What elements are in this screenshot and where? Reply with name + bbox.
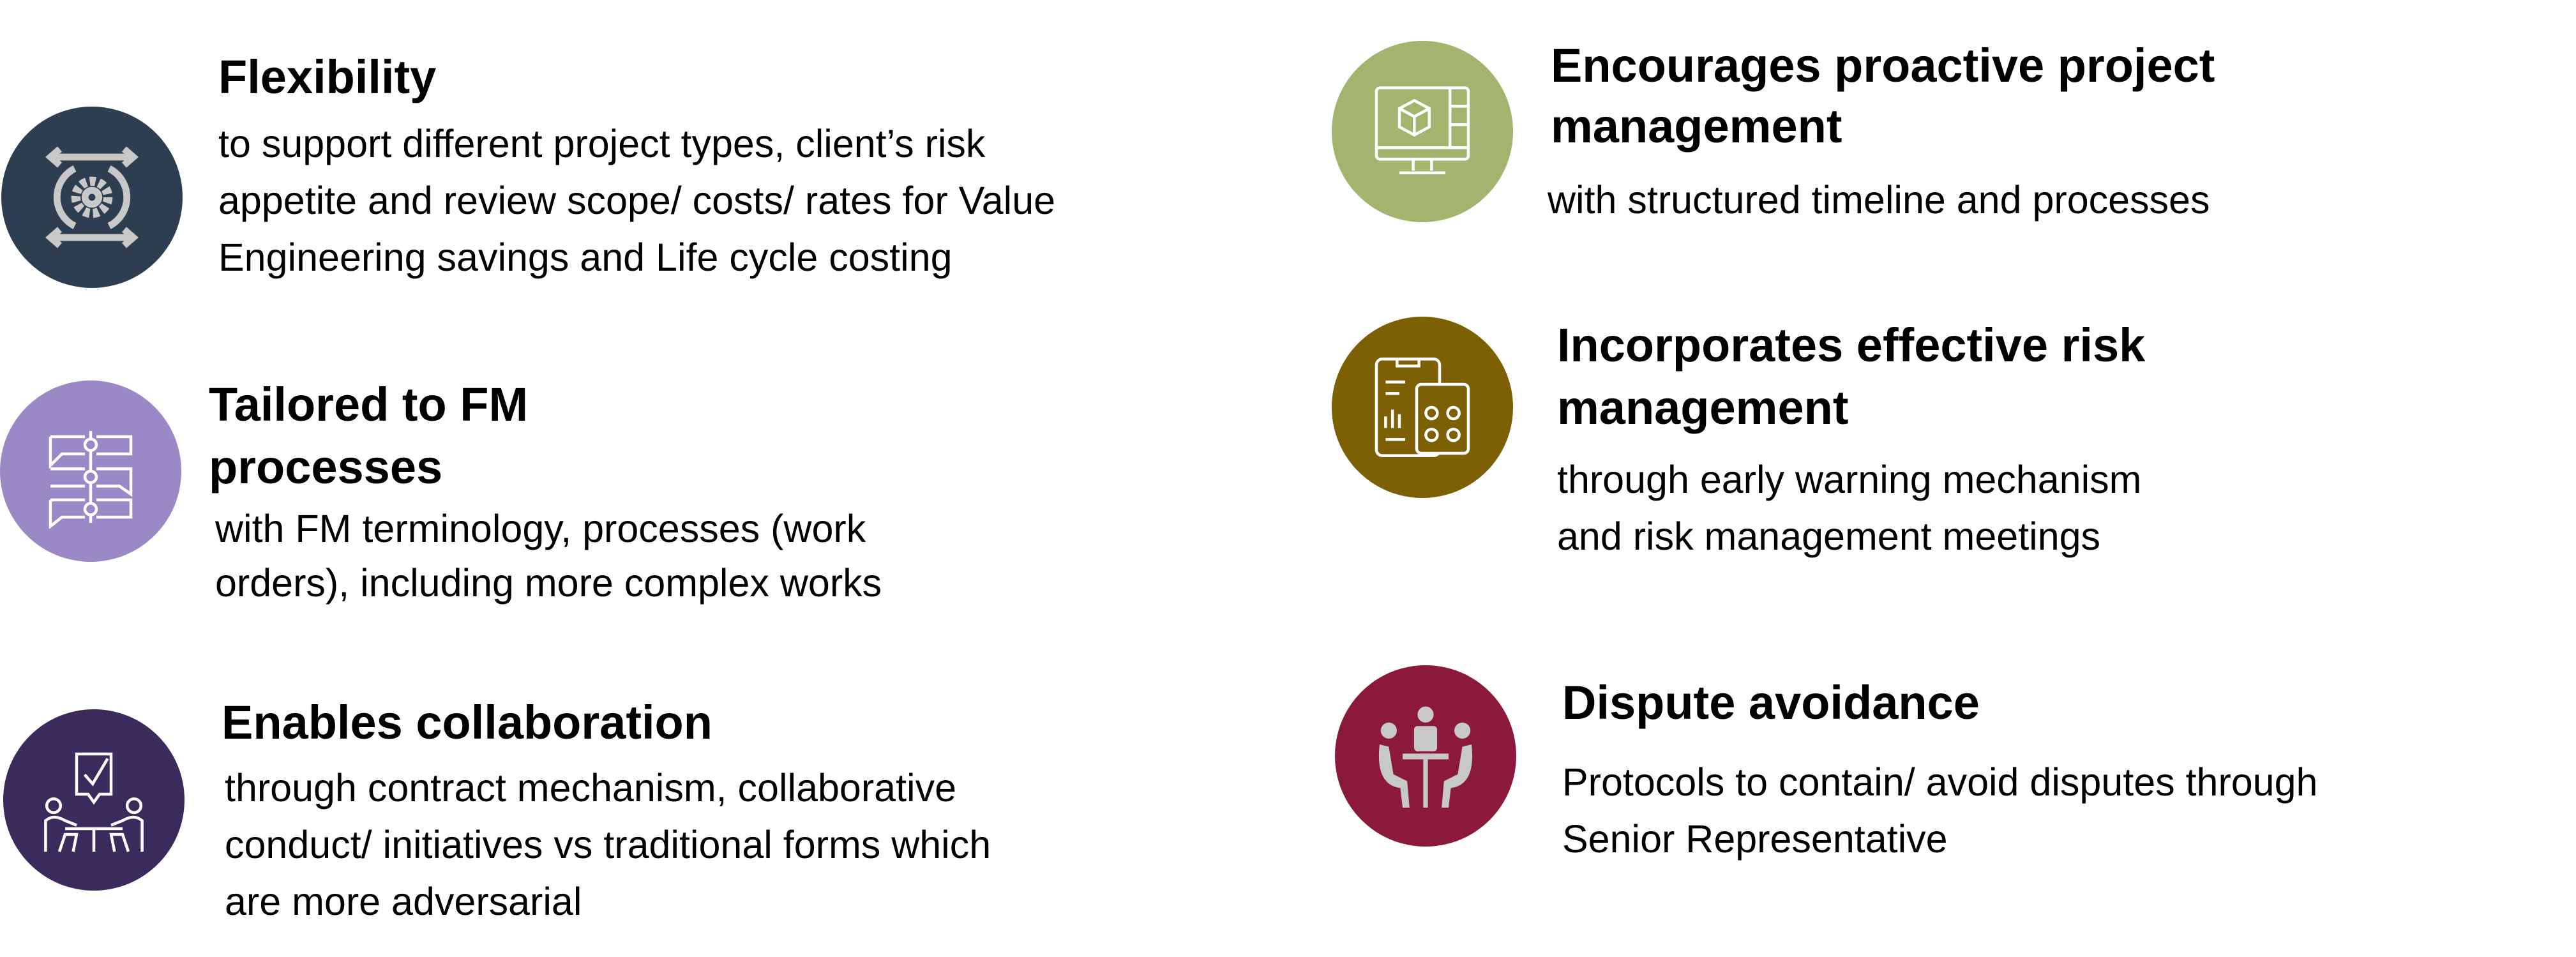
monitor-cube-icon [1332, 41, 1513, 222]
body-line: with structured timeline and processes [1548, 178, 2210, 222]
body-line: orders), including more complex works [215, 561, 882, 605]
item-title-flexibility: Flexibility [218, 47, 436, 108]
item-body-dispute-avoidance: Protocols to contain/ avoid disputes thr… [1562, 754, 2317, 868]
title-line: Flexibility [218, 50, 437, 103]
body-line: Protocols to contain/ avoid disputes thr… [1562, 760, 2318, 804]
title-line: Incorporates effective risk [1557, 319, 2146, 372]
title-line: Dispute avoidance [1562, 676, 1980, 729]
process-flow-icon [0, 381, 181, 562]
title-line: Tailored to FM [209, 378, 529, 431]
item-body-collaboration: through contract mechanism, collaborativ… [225, 760, 991, 930]
gear-cycle-icon [1, 107, 183, 288]
body-line: Engineering savings and Life cycle costi… [218, 236, 953, 279]
title-line: management [1551, 100, 1842, 153]
item-body-tailored: with FM terminology, processes (work ord… [215, 502, 882, 610]
item-body-risk-management: through early warning mechanism and risk… [1557, 451, 2141, 565]
body-line: through contract mechanism, collaborativ… [225, 766, 957, 810]
title-line: Enables collaboration [222, 696, 712, 749]
body-line: appetite and review scope/ costs/ rates … [218, 179, 1056, 222]
body-line: through early warning mechanism [1557, 458, 2142, 501]
body-line: are more adversarial [225, 880, 582, 923]
item-title-project-management: Encourages proactive project management [1551, 35, 2215, 156]
dashboard-devices-icon [1332, 317, 1513, 498]
title-line: processes [209, 441, 443, 494]
item-body-flexibility: to support different project types, clie… [218, 116, 1055, 286]
body-line: and risk management meetings [1557, 515, 2101, 558]
people-table-icon [1335, 665, 1516, 847]
body-line: to support different project types, clie… [218, 122, 986, 165]
item-title-risk-management: Incorporates effective risk management [1557, 314, 2145, 439]
body-line: conduct/ initiatives vs traditional form… [225, 823, 991, 866]
item-title-tailored: Tailored to FM processes [209, 373, 528, 499]
item-body-project-management: with structured timeline and processes [1548, 172, 2210, 229]
title-line: management [1557, 381, 1849, 434]
body-line: with FM terminology, processes (work [215, 507, 866, 550]
meeting-icon [3, 709, 185, 891]
item-title-collaboration: Enables collaboration [222, 692, 712, 753]
body-line: Senior Representative [1562, 817, 1948, 861]
title-line: Encourages proactive project [1551, 39, 2215, 92]
item-title-dispute-avoidance: Dispute avoidance [1562, 672, 1980, 734]
